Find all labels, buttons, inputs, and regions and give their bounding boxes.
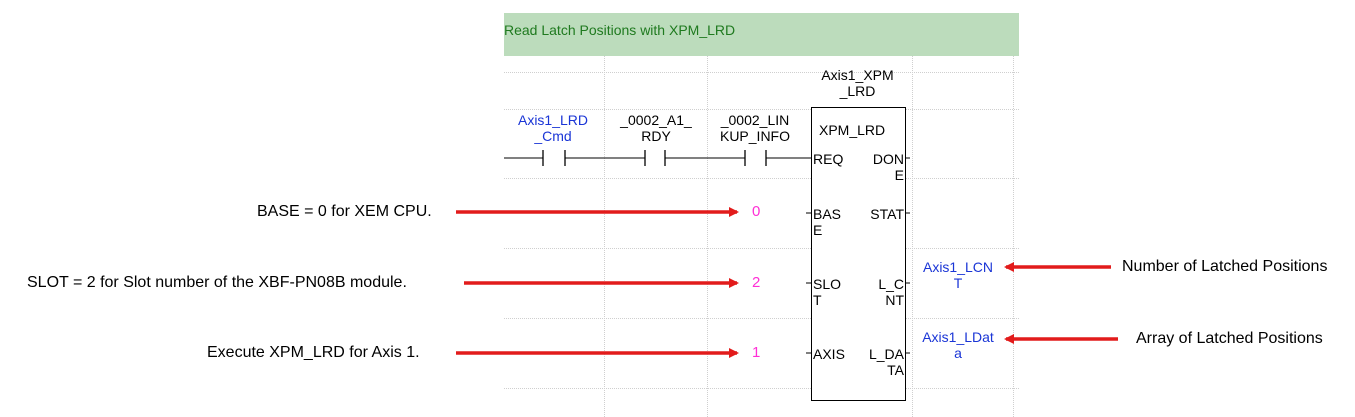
grid-line <box>912 56 913 417</box>
ladder-grid <box>504 56 1019 417</box>
pin-done[interactable]: DON E <box>873 151 904 183</box>
pin-base[interactable]: BAS E <box>813 206 841 238</box>
contact-3[interactable] <box>744 150 767 166</box>
pin-base-line1: BAS <box>813 206 842 222</box>
annotation-axis: Execute XPM_LRD for Axis 1. <box>207 344 420 361</box>
grid-line <box>504 318 1019 319</box>
annotation-lcnt: Number of Latched Positions <box>1122 258 1328 275</box>
input-value-axis[interactable]: 1 <box>752 344 761 361</box>
pin-stat[interactable]: STAT <box>870 206 904 222</box>
pin-lcnt[interactable]: L_C NT <box>878 276 904 308</box>
pin-ldata-line2: TA <box>887 362 904 378</box>
contact-2-variable[interactable]: _0002_A1_ RDY <box>611 112 701 144</box>
rung-comment-text: Read Latch Positions with XPM_LRD <box>504 22 736 38</box>
pin-done-line1: DON <box>872 151 904 167</box>
function-block-xpm-lrd[interactable]: XPM_LRD REQ BAS E SLO T AXIS DON E STAT … <box>811 107 906 401</box>
fb-instance-line2: _LRD <box>839 83 876 99</box>
grid-line <box>604 56 605 417</box>
pin-slot[interactable]: SLO T <box>813 276 841 308</box>
pin-ldata-line1: L_DA <box>868 346 904 362</box>
contact-2[interactable] <box>644 150 666 166</box>
grid-line <box>504 388 1019 389</box>
rung-comment[interactable]: Read Latch Positions with XPM_LRD <box>504 13 1019 56</box>
output-var-lcnt-line1: Axis1_LCN <box>922 259 994 275</box>
grid-line <box>504 109 1019 110</box>
grid-line <box>707 56 708 417</box>
contact-3-variable[interactable]: _0002_LIN KUP_INFO <box>710 112 800 144</box>
grid-line <box>504 248 1019 249</box>
contact-2-var-line2: RDY <box>641 128 671 144</box>
output-var-ldata-line1: Axis1_LDat <box>922 329 994 345</box>
annotation-base: BASE = 0 for XEM CPU. <box>257 203 432 220</box>
output-var-lcnt-line2: T <box>953 275 963 291</box>
output-var-ldata-line2: a <box>954 345 962 361</box>
pin-done-line2: E <box>894 167 904 183</box>
grid-line <box>1013 56 1014 417</box>
pin-lcnt-line2: NT <box>885 292 904 308</box>
pin-req[interactable]: REQ <box>813 151 844 167</box>
fb-instance-line1: Axis1_XPM <box>821 67 894 83</box>
contact-3-var-line2: KUP_INFO <box>719 128 790 144</box>
input-value-slot[interactable]: 2 <box>752 274 761 291</box>
contact-1-var-line1: Axis1_LRD <box>517 112 589 128</box>
annotation-slot: SLOT = 2 for Slot number of the XBF-PN08… <box>27 274 407 291</box>
contact-1[interactable] <box>542 150 566 166</box>
pin-slot-line2: T <box>813 292 822 308</box>
contact-3-var-line1: _0002_LIN <box>720 112 790 128</box>
pin-base-line2: E <box>813 222 823 238</box>
output-var-lcnt[interactable]: Axis1_LCN T <box>912 259 1004 291</box>
pin-lcnt-line1: L_C <box>878 276 904 292</box>
fb-instance-name[interactable]: Axis1_XPM _LRD <box>806 67 909 99</box>
grid-line <box>504 178 1019 179</box>
pin-axis[interactable]: AXIS <box>813 346 845 362</box>
annotation-ldata: Array of Latched Positions <box>1136 330 1323 347</box>
contact-2-var-line1: _0002_A1_ <box>620 112 692 128</box>
fb-type-name: XPM_LRD <box>819 122 886 138</box>
output-var-ldata[interactable]: Axis1_LDat a <box>912 329 1004 361</box>
pin-slot-line1: SLO <box>813 276 842 292</box>
contact-1-var-line2: _Cmd <box>534 128 572 144</box>
contact-1-variable[interactable]: Axis1_LRD _Cmd <box>508 112 598 144</box>
pin-ldata[interactable]: L_DA TA <box>869 346 904 378</box>
input-value-base[interactable]: 0 <box>752 203 761 220</box>
grid-line <box>504 72 1019 73</box>
